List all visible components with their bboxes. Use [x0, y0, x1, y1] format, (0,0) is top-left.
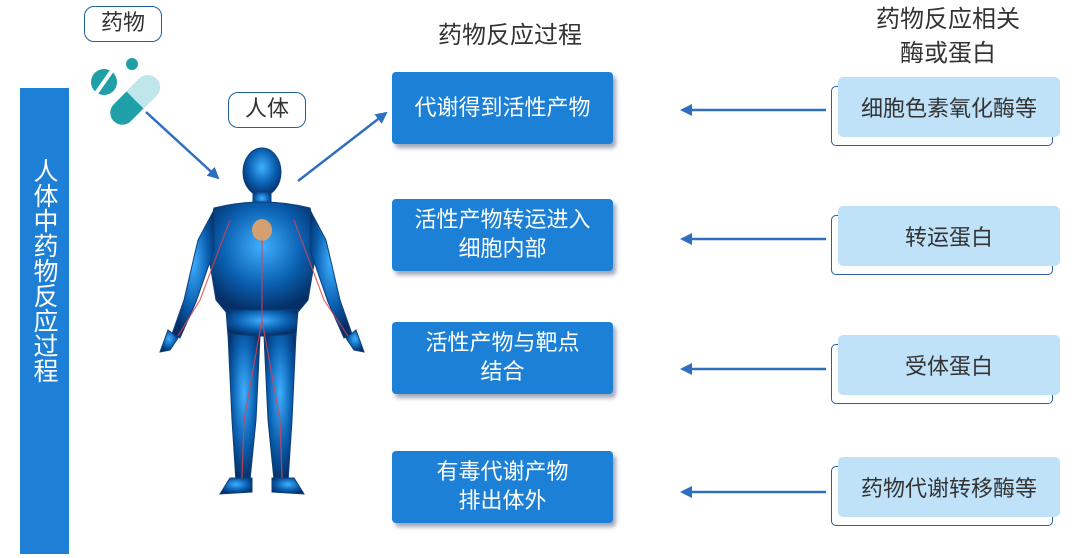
step-2-line2: 细胞内部 — [458, 237, 547, 262]
enzyme-heading: 药物反应相关 酶或蛋白 — [838, 2, 1058, 70]
step-2-box: 活性产物转运进入 细胞内部 — [392, 199, 613, 271]
step-3-line1: 活性产物与靶点 — [425, 331, 580, 356]
enzyme-heading-line2: 酶或蛋白 — [900, 39, 996, 67]
step-1-box: 代谢得到活性产物 — [392, 72, 613, 144]
pill-icon — [91, 58, 160, 125]
enzyme-box-2: 转运蛋白 — [831, 206, 1060, 275]
enzyme-box-4: 药物代谢转移酶等 — [831, 457, 1060, 526]
enzyme-1-text: 细胞色素氧化酶等 — [860, 97, 1037, 122]
enzyme-2-text: 转运蛋白 — [904, 226, 993, 251]
enzyme-4-text: 药物代谢转移酶等 — [860, 477, 1037, 502]
enzyme-box-1: 细胞色素氧化酶等 — [831, 77, 1060, 146]
step-4-line1: 有毒代谢产物 — [436, 460, 569, 485]
drug-to-body-arrow — [145, 111, 220, 180]
body-label: 人体 — [228, 92, 306, 128]
side-title: 人体中药物反应过程 — [30, 158, 59, 383]
human-body-figure — [159, 147, 365, 495]
heart-icon — [252, 219, 272, 241]
drug-label-text: 药物 — [100, 11, 145, 36]
body-label-text: 人体 — [244, 97, 289, 122]
enzyme-box-3: 受体蛋白 — [831, 335, 1060, 404]
blood-vessels — [177, 219, 349, 479]
enzyme-3-text: 受体蛋白 — [904, 355, 993, 380]
body-to-step-arrow — [297, 111, 388, 182]
side-title-bar: 人体中药物反应过程 — [20, 88, 69, 554]
step-3-box: 活性产物与靶点 结合 — [392, 322, 613, 394]
step-2-line1: 活性产物转运进入 — [414, 208, 591, 233]
step-1-line1: 代谢得到活性产物 — [414, 95, 591, 121]
enzyme-heading-line1: 药物反应相关 — [876, 5, 1020, 33]
step-4-box: 有毒代谢产物 排出体外 — [392, 451, 613, 523]
step-4-line2: 排出体外 — [458, 489, 547, 514]
process-heading: 药物反应过程 — [438, 21, 582, 49]
drug-label: 药物 — [84, 6, 162, 42]
step-3-line2: 结合 — [480, 360, 525, 385]
